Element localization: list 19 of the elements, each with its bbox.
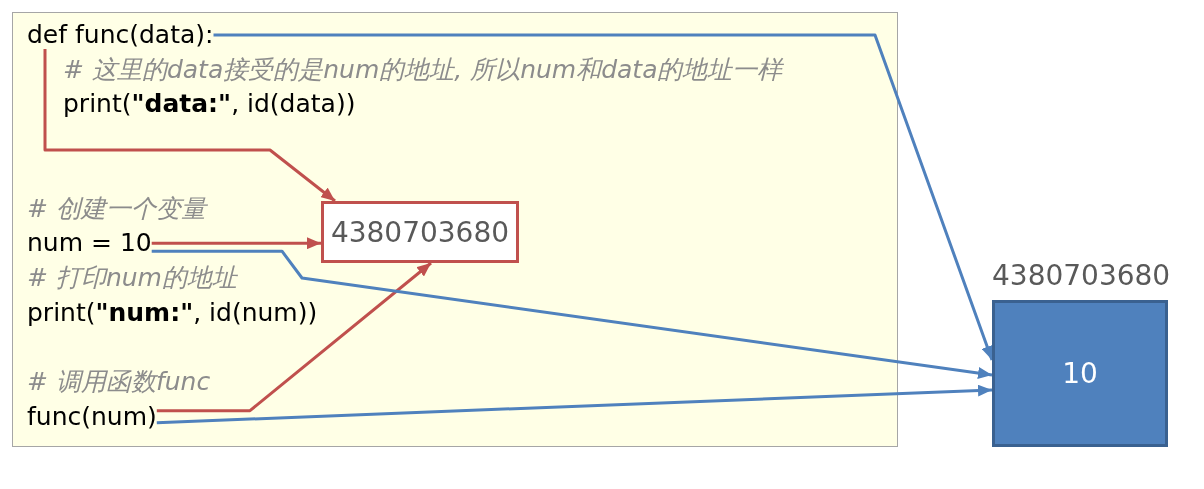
- address-box: 4380703680: [321, 201, 519, 263]
- arrow: [151, 237, 321, 250]
- code-comment: # 这里的data接受的是num的地址, 所以num和data的地址一样: [63, 55, 783, 84]
- code-line: print("data:", id(data)): [63, 90, 356, 119]
- arrow: [156, 261, 432, 413]
- code-line: def func(data):: [27, 21, 214, 49]
- code-comment: # 调用函数func: [27, 368, 211, 396]
- code-line: print("num:", id(num)): [27, 298, 318, 327]
- code-comment: # 创建一个变量: [27, 194, 206, 223]
- code-comment: # 打印num的地址: [27, 263, 237, 292]
- arrow: [43, 49, 336, 203]
- address-label: 4380703680: [992, 258, 1171, 294]
- code-line: func(num): [27, 402, 157, 431]
- arrow: [156, 384, 993, 425]
- code-panel: [12, 12, 898, 447]
- arrow: [151, 249, 993, 379]
- arrow: [213, 33, 994, 361]
- value-box: 10: [992, 300, 1168, 447]
- code-line: num = 10: [27, 229, 152, 258]
